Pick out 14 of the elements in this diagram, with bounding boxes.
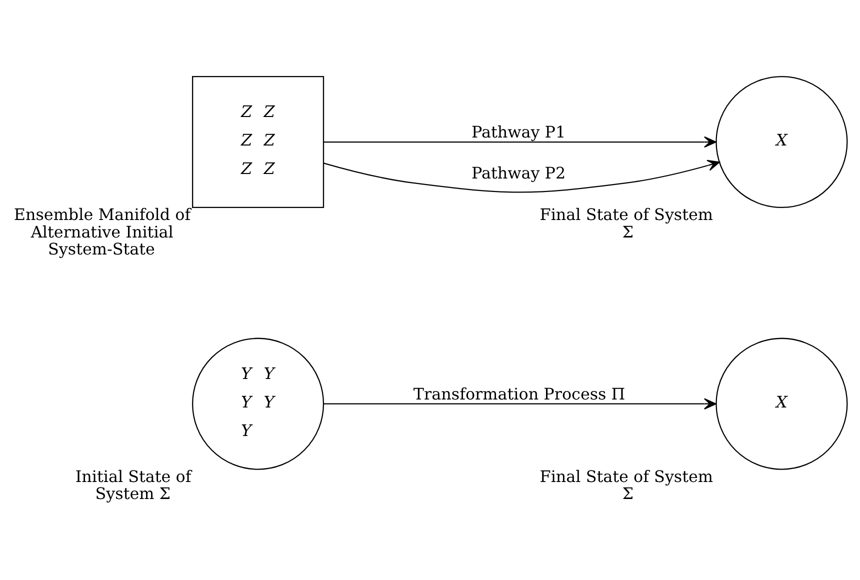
node-label: Final State of System Σ bbox=[539, 205, 713, 242]
arrow bbox=[323, 136, 716, 148]
edge-label: Pathway P2 bbox=[470, 164, 566, 183]
node-label: Initial State of System Σ bbox=[74, 467, 191, 504]
node-label: Final State of System Σ bbox=[539, 467, 713, 504]
edge-label: Transformation Process Π bbox=[412, 384, 625, 404]
node-circle: X bbox=[715, 76, 848, 208]
arrow bbox=[323, 398, 716, 410]
arrow bbox=[323, 160, 720, 193]
node-circle: X bbox=[715, 338, 848, 470]
node-circle: Y Y Y Y Y bbox=[192, 338, 324, 470]
edge-label: Pathway P1 bbox=[470, 122, 566, 142]
node-box: Z Z Z Z Z Z bbox=[192, 76, 324, 208]
node-label: Ensemble Manifold of Alternative Initial System-State bbox=[13, 205, 190, 258]
